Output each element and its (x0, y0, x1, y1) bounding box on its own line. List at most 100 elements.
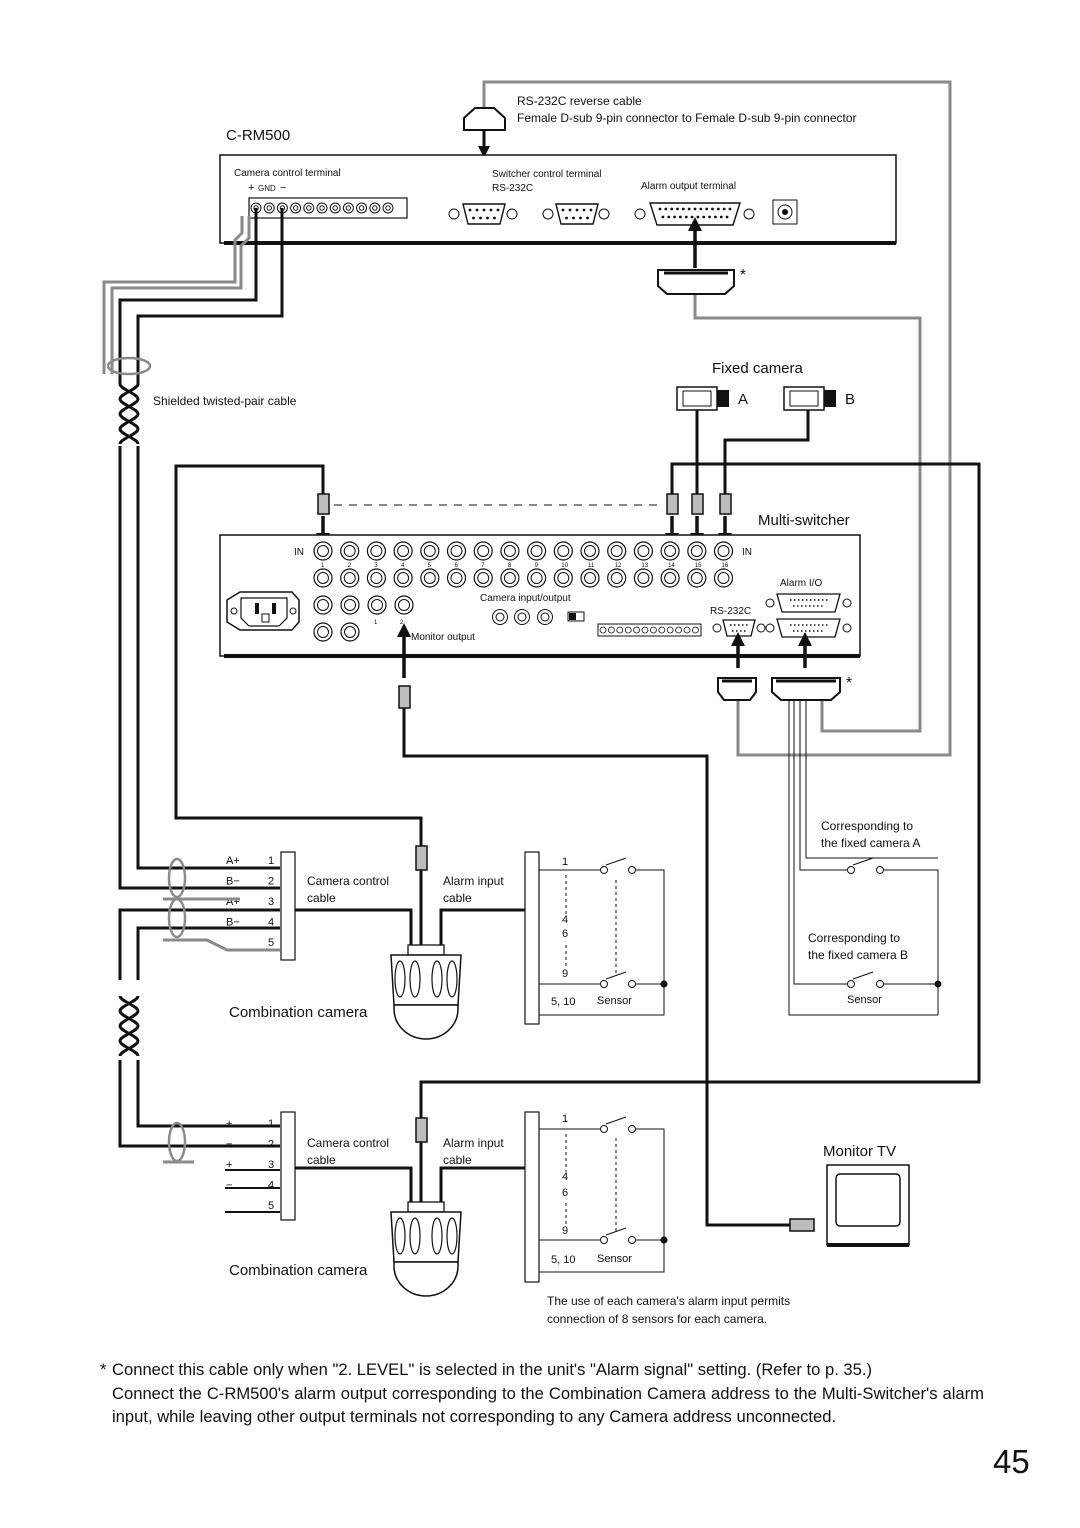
corresponding-b-line2: the fixed camera B (808, 948, 908, 962)
channel-number: 11 (588, 563, 595, 569)
bnc-in-10 (553, 541, 573, 561)
cam1-control-cable-line2: cable (307, 891, 336, 905)
cam1-alarm-cable-line1: Alarm input (443, 874, 504, 888)
channel-number: 13 (641, 563, 648, 569)
bnc-aux (340, 595, 360, 615)
rs232c-reverse-cable (482, 80, 952, 757)
in-right-label: IN (742, 547, 752, 558)
terminal-screw (290, 202, 302, 214)
bnc-in-2 (340, 541, 360, 561)
cam2-alarm-cable-line2: cable (443, 1153, 472, 1167)
cam1-pin-9: 9 (562, 968, 568, 980)
sensor-terminal-strip (597, 623, 702, 637)
bnc-in-4 (393, 541, 413, 561)
fixed-sensor-label: Sensor (847, 994, 882, 1006)
terminal-screw (316, 202, 328, 214)
cam1-alarm-cable-line2: cable (443, 891, 472, 905)
channel-number: 10 (561, 563, 568, 569)
loop-bnc (492, 609, 553, 625)
asterisk-top: * (740, 267, 746, 284)
combination-camera-1-block: A+1B−2A+3B−45 Camera control cable Alarm… (163, 845, 668, 1040)
cam2-pin-5-10: 5, 10 (551, 1254, 575, 1266)
terminal-signal: − (226, 1180, 232, 1192)
terminal-pin: 4 (268, 917, 274, 929)
monitor-output-plug (398, 685, 411, 709)
bnc-out-15 (687, 568, 707, 588)
power-inlet (226, 591, 300, 631)
bnc-in-13 (633, 541, 654, 561)
dip-switch (567, 611, 585, 622)
bnc-aux (313, 622, 333, 642)
bnc-out-12 (607, 568, 627, 588)
terminal-signal: + (226, 1118, 232, 1130)
bnc-out-10 (553, 568, 573, 588)
bnc-out-14 (660, 568, 680, 588)
alarm-io-label: Alarm I/O (780, 578, 822, 589)
corresponding-a-line1: Corresponding to (821, 819, 913, 833)
channel-number: 16 (722, 563, 729, 569)
alarm-output-cable (693, 294, 922, 733)
bnc-out-6 (446, 568, 467, 588)
terminal-pin: 2 (268, 876, 274, 888)
bnc-out-9 (526, 568, 547, 588)
bnc-in-5 (420, 541, 440, 561)
cam2-pin-9: 9 (562, 1225, 568, 1237)
corresponding-b-line1: Corresponding to (808, 931, 900, 945)
fixed-camera-b: B (783, 386, 855, 411)
ms-alarm-cable-connector (771, 677, 841, 701)
cam1-pin-5-10: 5, 10 (551, 996, 575, 1008)
cable-desc: Female D-sub 9-pin connector to Female D… (517, 111, 857, 125)
monitor-tv-label: Monitor TV (823, 1143, 896, 1160)
bnc-in-3 (366, 541, 386, 561)
bnc-aux (313, 595, 333, 615)
terminal-signal: + (226, 1159, 232, 1171)
terminal-screw (342, 202, 354, 214)
bnc-in-16 (713, 541, 734, 561)
cam2-control-cable-line2: cable (307, 1153, 336, 1167)
footnote: * Connect this cable only when "2. LEVEL… (100, 1358, 984, 1429)
bnc-in-12 (607, 541, 627, 561)
cam1-pin-6: 6 (562, 928, 568, 940)
switcher-control-terminal-label: Switcher control terminal (492, 169, 601, 180)
bnc-in-14 (660, 541, 680, 561)
terminal-pin: 4 (268, 1180, 274, 1192)
dsub-switcher-port (542, 203, 610, 225)
dsub-alarm-output-port (634, 202, 755, 226)
bnc-aux (340, 622, 360, 642)
bnc-in-9 (526, 541, 547, 561)
mon-1: 1 (374, 620, 378, 626)
bnc-in-1 (313, 541, 333, 561)
cam1-pin-1: 1 (562, 856, 568, 868)
crm500-unit: C-RM500 Camera control terminal + GND − … (219, 127, 897, 245)
alarm-io-port-1 (765, 593, 852, 613)
terminal-screw (382, 202, 394, 214)
bnc-plugs (317, 493, 732, 515)
footnote-line2: Connect the C-RM500's alarm output corre… (112, 1383, 984, 1427)
fixed-camera-title: Fixed camera (712, 360, 804, 377)
channel-number: 8 (508, 563, 512, 569)
cam1-control-cable-line1: Camera control (307, 874, 389, 888)
channel-number: 9 (535, 563, 539, 569)
terminal-screw (263, 202, 275, 214)
terminal-signal: B− (226, 917, 240, 929)
footnote-line1: Connect this cable only when "2. LEVEL" … (112, 1360, 873, 1379)
cam2-pin-6: 6 (562, 1187, 568, 1199)
ms-rs232c-label: RS-232C (710, 606, 751, 617)
terminal-signal: − (226, 1139, 232, 1151)
camera-control-terminal-label: Camera control terminal (234, 168, 341, 179)
bnc-in-6 (446, 541, 467, 561)
cam1-pin-4: 4 (562, 914, 568, 926)
terminal-signal: B− (226, 876, 240, 888)
fixed-camera-a-label: A (738, 391, 748, 408)
cam1-video-plug (415, 845, 428, 871)
page-number: 45 (993, 1443, 1030, 1480)
bnc-out-1 (313, 568, 333, 588)
terminal-block (248, 197, 408, 219)
fixed-camera-a: A (676, 386, 748, 411)
channel-number: 4 (401, 563, 405, 569)
alarm-cable-connector-top (657, 269, 735, 295)
channel-number: 7 (481, 563, 485, 569)
bnc-aux (367, 595, 387, 615)
